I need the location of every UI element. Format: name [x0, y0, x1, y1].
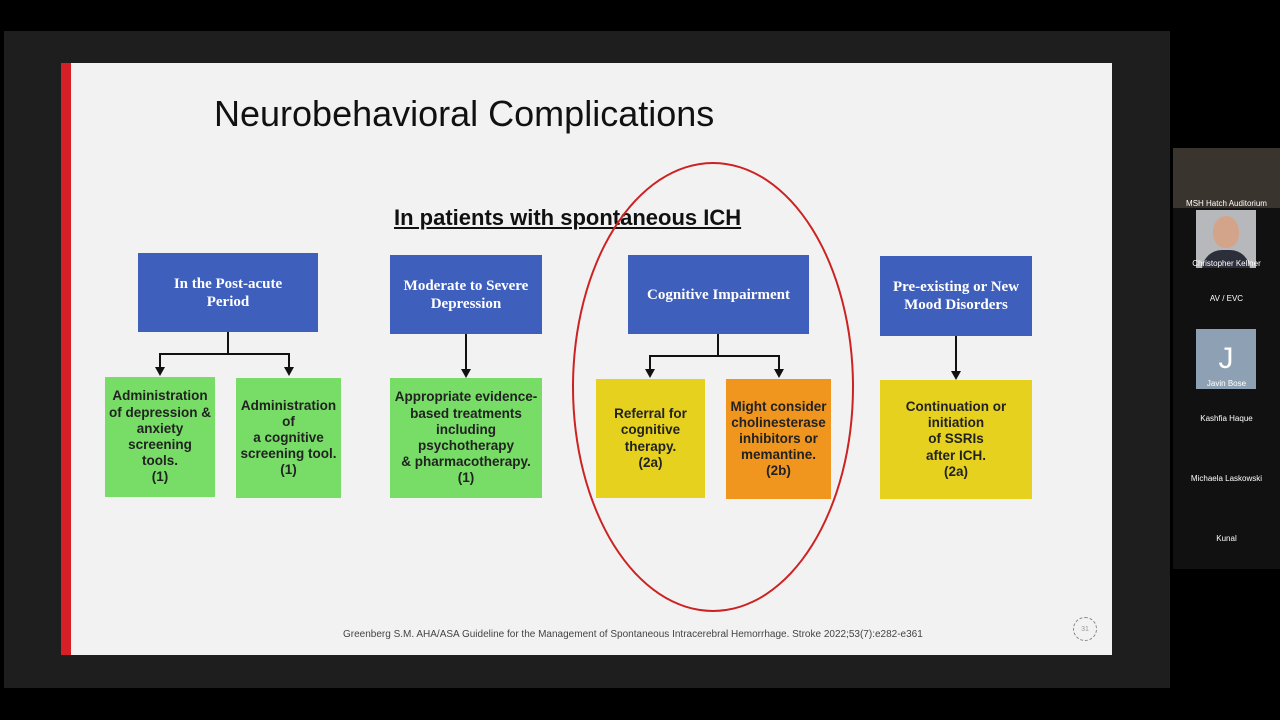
- slide-citation: Greenberg S.M. AHA/ASA Guideline for the…: [343, 629, 923, 640]
- arrow-down-icon: [284, 367, 294, 376]
- slide-accent-bar: [61, 63, 71, 655]
- connector-line: [227, 332, 229, 354]
- category-depression: Moderate to Severe Depression: [390, 255, 542, 334]
- participant-name[interactable]: Kunal: [1216, 534, 1237, 543]
- connector-line: [288, 353, 290, 368]
- participant-face: [1213, 216, 1239, 248]
- slide-title: Neurobehavioral Complications: [214, 93, 715, 134]
- participant-video-christopher[interactable]: [1196, 210, 1256, 268]
- participant-name[interactable]: AV / EVC: [1209, 294, 1244, 303]
- arrow-down-icon: [951, 371, 961, 380]
- participant-avatar[interactable]: J: [1196, 329, 1256, 389]
- connector-line: [465, 334, 467, 370]
- participant-name[interactable]: Michaela Laskowski: [1190, 474, 1263, 483]
- participants-panel: MSH Hatch Auditorium Christopher Kellner…: [1173, 148, 1280, 569]
- connector-line: [159, 353, 290, 355]
- participant-name: MSH Hatch Auditorium: [1186, 199, 1267, 208]
- slide-number: 31: [1073, 617, 1097, 641]
- category-mood: Pre-existing or New Mood Disorders: [880, 256, 1032, 336]
- participant-body: [1202, 250, 1250, 268]
- rec-ssri-continuation: Continuation or initiation of SSRIs afte…: [880, 380, 1032, 499]
- highlight-circle-annotation: [572, 162, 854, 612]
- category-post-acute: In the Post-acute Period: [138, 253, 318, 332]
- rec-evidence-based-treatments: Appropriate evidence- based treatments i…: [390, 378, 542, 498]
- presentation-slide: Neurobehavioral Complications In patient…: [61, 63, 1112, 655]
- participant-name: Javin Bose: [1206, 379, 1247, 388]
- participant-video-auditorium[interactable]: [1173, 148, 1280, 208]
- connector-line: [955, 336, 957, 372]
- rec-depression-screening: Administration of depression & anxiety s…: [105, 377, 215, 497]
- rec-cognitive-screening: Administration of a cognitive screening …: [236, 378, 341, 498]
- participant-name: Christopher Kellner: [1192, 259, 1261, 268]
- arrow-down-icon: [155, 367, 165, 376]
- connector-line: [159, 353, 161, 368]
- participant-name[interactable]: Kashfia Haque: [1200, 414, 1253, 423]
- arrow-down-icon: [461, 369, 471, 378]
